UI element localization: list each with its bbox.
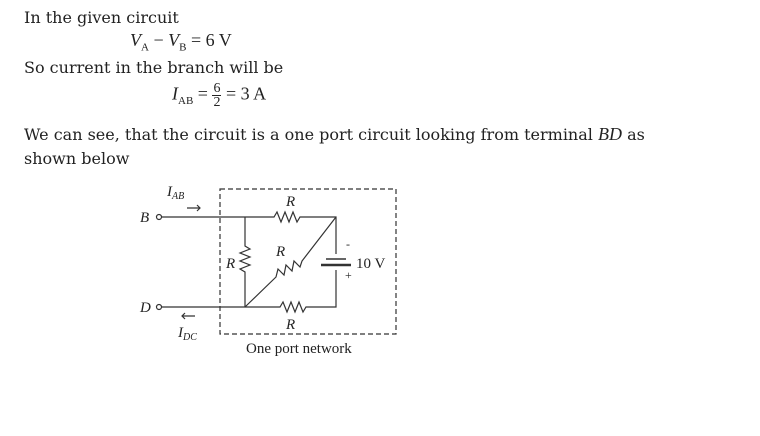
eq-sub: B <box>179 41 187 54</box>
text-line: shown below <box>24 149 130 168</box>
label-b: B <box>140 210 149 226</box>
eq-op: = <box>193 83 213 104</box>
text: We can see, that the circuit is a one po… <box>24 125 593 144</box>
label-d: D <box>139 300 151 316</box>
label-r-bottom: R <box>285 317 295 333</box>
label-idc: IDC <box>177 325 197 343</box>
eq-sub: AB <box>178 95 194 108</box>
eq-sub: A <box>141 41 149 54</box>
arrow-left-icon <box>181 312 195 320</box>
label-battery: 10 V <box>356 256 385 272</box>
text: as <box>627 125 645 144</box>
label-plus: + <box>345 268 352 282</box>
numerator: 6 <box>212 81 222 96</box>
eq-rhs: = 6 V <box>186 30 232 50</box>
text-line: We can see, that the circuit is a one po… <box>24 124 645 145</box>
resistor-diagonal <box>244 216 337 308</box>
eq-var: V <box>130 30 141 50</box>
eq-var: V <box>168 30 180 50</box>
label-r-left: R <box>225 256 235 272</box>
arrow-right-icon <box>187 204 201 212</box>
text-line: In the given circuit <box>24 8 179 27</box>
equation-voltage: VA − VB = 6 V <box>130 30 232 54</box>
term: BD <box>597 124 622 144</box>
eq-var: I <box>172 83 178 104</box>
eq-op: − <box>148 30 169 50</box>
wires <box>162 210 337 314</box>
eq-rhs: = 3 A <box>221 83 267 104</box>
label-iab: IAB <box>166 184 184 202</box>
denominator: 2 <box>213 95 221 110</box>
terminal-d <box>155 303 163 311</box>
resistor-left <box>238 217 252 307</box>
label-r-diag: R <box>275 244 285 260</box>
label-minus: - <box>346 237 350 251</box>
label-r-top: R <box>285 194 295 210</box>
one-port-box <box>219 188 397 335</box>
terminal-b <box>155 213 163 221</box>
text-line: So current in the branch will be <box>24 58 284 77</box>
caption: One port network <box>246 341 352 357</box>
